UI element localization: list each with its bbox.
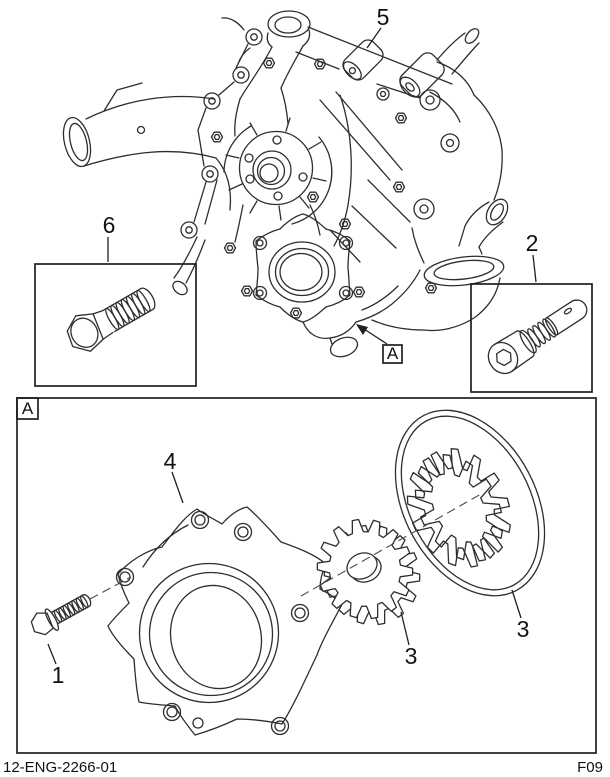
callout-1: 1 — [47, 643, 65, 688]
callout-3-left: 3 — [400, 611, 418, 669]
part-box-6-frame — [34, 263, 197, 387]
callout-3-right-label: 3 — [517, 616, 530, 642]
footer-doc-number: 12-ENG-2266-01 — [3, 759, 117, 776]
detail-marker-a: A — [356, 324, 403, 364]
callout-3-right: 3 — [511, 589, 530, 642]
callout-4-label: 4 — [164, 448, 177, 474]
detail-view-label-frame — [16, 397, 39, 420]
grommet-bosses — [180, 28, 460, 239]
mounting-bolt-1 — [30, 594, 92, 636]
front-cover-body — [319, 91, 509, 332]
relief-valve-2 — [487, 299, 588, 375]
centerline-main — [300, 493, 482, 597]
callout-4: 4 — [164, 448, 184, 504]
rotor-right-front — [414, 448, 511, 562]
centerline-bolt — [89, 576, 132, 600]
left-inlet-pipe — [62, 82, 232, 211]
oil-pump-mount-flange — [234, 204, 421, 358]
pump-assembly — [62, 10, 509, 358]
hex-bolt-6 — [66, 287, 156, 352]
part-box-6: 6 — [34, 212, 197, 387]
part-box-2: 2 — [470, 230, 593, 393]
detail-marker-a-frame — [382, 344, 403, 364]
callout-2-label: 2 — [526, 230, 539, 256]
arrow-icon — [356, 324, 368, 335]
gerotor-inner-gear-3 — [316, 518, 421, 626]
gerotor-outer-rotor-3 — [394, 409, 546, 597]
rotor-right-back — [406, 454, 503, 568]
lower-left-bracket — [172, 236, 206, 296]
pump-hub — [223, 117, 333, 225]
detail-view-frame — [16, 397, 597, 754]
detail-view-label: A — [22, 399, 34, 418]
callout-5-label: 5 — [377, 4, 390, 30]
hose-fitting-5 — [342, 39, 384, 81]
callout-5: 5 — [366, 4, 390, 49]
callout-1-label: 1 — [52, 662, 65, 688]
footer: 12-ENG-2266-01 F09 — [3, 759, 603, 776]
top-flange — [221, 10, 311, 137]
backing-plate-4 — [107, 506, 342, 736]
detail-marker-a-label: A — [387, 344, 399, 363]
footer-figure-code: F09 — [577, 759, 603, 776]
part-box-2-frame — [470, 283, 593, 393]
callout-3-left-label: 3 — [405, 643, 418, 669]
upper-pipe — [295, 26, 480, 123]
callout-6-label: 6 — [103, 212, 116, 238]
detail-view-a: A — [16, 397, 597, 754]
